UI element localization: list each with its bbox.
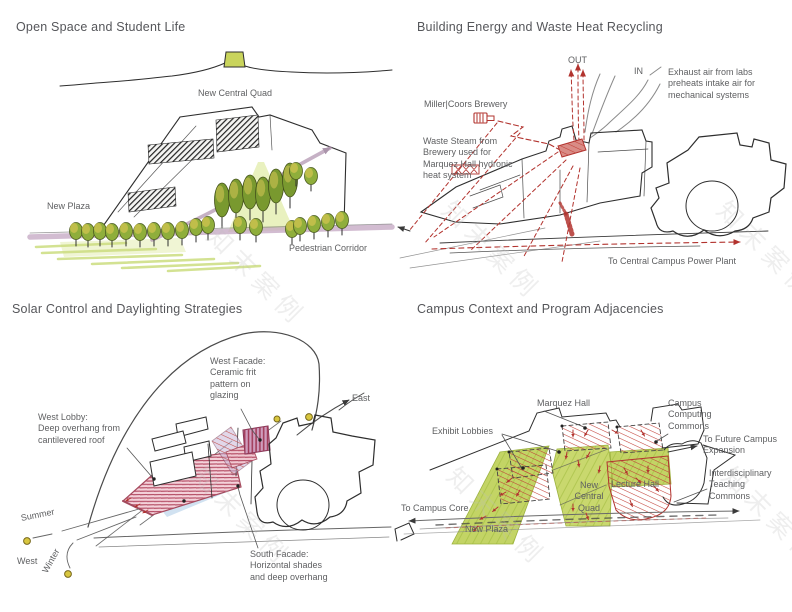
- panel-title-energy: Building Energy and Waste Heat Recycling: [417, 20, 663, 34]
- program-patches: [496, 421, 664, 505]
- label-new-plaza: New Plaza: [47, 201, 91, 211]
- label-new-central-quad: New Central Quad: [198, 88, 273, 98]
- label-pedestrian-corridor: Pedestrian Corridor: [289, 243, 368, 253]
- label-exhaust-air: Exhaust air from labs preheats intake ai…: [668, 67, 756, 100]
- energy-sketch: [397, 63, 787, 269]
- label-marquez-hall: Marquez Hall: [537, 398, 591, 408]
- west-facade-frit: [242, 425, 271, 455]
- panel-title-open-space: Open Space and Student Life: [16, 20, 186, 34]
- label-new-central-quad-2: New Central Quad: [574, 480, 604, 513]
- label-west: West: [17, 556, 38, 566]
- label-power-plant: To Central Campus Power Plant: [608, 256, 737, 266]
- label-to-campus-core: To Campus Core: [401, 503, 469, 513]
- panel-title-solar: Solar Control and Daylighting Strategies: [12, 302, 243, 316]
- label-interdisciplinary: Interdisciplinary Teaching Commons: [709, 468, 772, 501]
- label-south-facade: South Facade: Horizontal shades and deep…: [250, 549, 328, 582]
- label-west-facade: West Facade: Ceramic frit pattern on gla…: [210, 356, 266, 400]
- label-exhibit-lobbies: Exhibit Lobbies: [432, 426, 494, 436]
- label-out: OUT: [568, 55, 587, 65]
- label-brewery: Miller|Coors Brewery: [424, 99, 508, 109]
- panel-title-campus: Campus Context and Program Adjacencies: [417, 302, 664, 316]
- label-campus-computing: Campus Computing Commons: [668, 398, 712, 431]
- label-future-expansion: To Future Campus Expansion: [703, 434, 778, 456]
- label-waste-steam: Waste Steam from Brewery used for Marque…: [423, 136, 513, 180]
- label-east: East: [352, 393, 371, 403]
- open-space-sketch: [27, 51, 395, 273]
- solar-sketch: [23, 331, 392, 578]
- label-lecture-hall: Lecture Hall: [611, 479, 660, 489]
- label-new-plaza-2: New Plaza: [465, 524, 509, 534]
- label-west-lobby: West Lobby: Deep overhang from cantileve…: [38, 412, 121, 445]
- label-in: IN: [634, 66, 643, 76]
- waste-heat-lines: [408, 63, 741, 263]
- campus-sketch: [394, 403, 761, 545]
